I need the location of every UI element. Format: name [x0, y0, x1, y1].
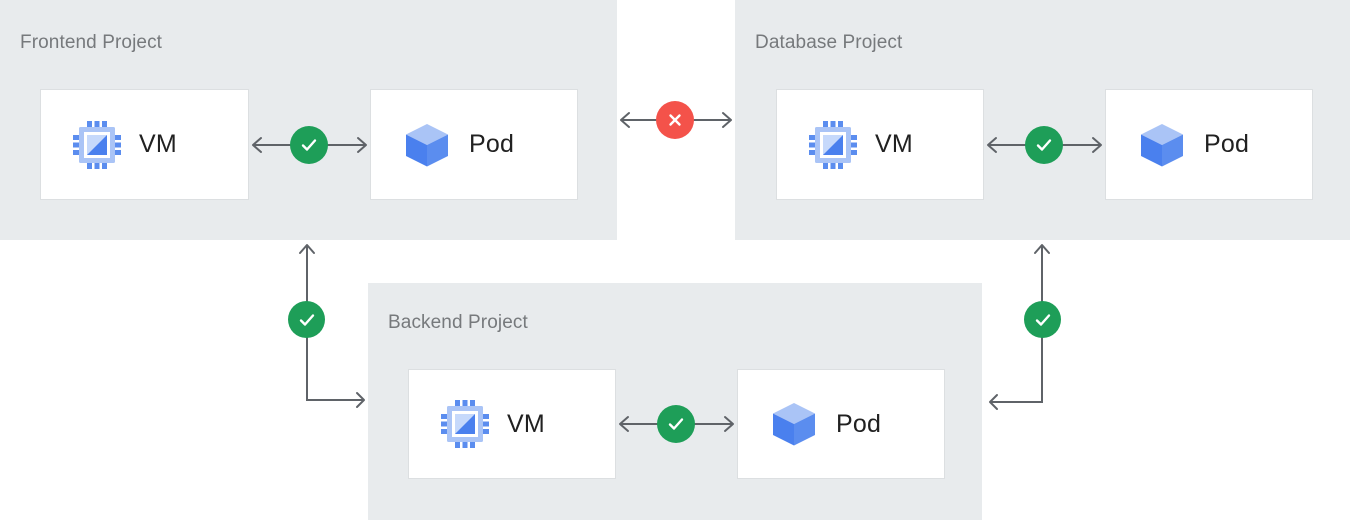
cpu-chip-icon	[441, 400, 489, 448]
check-circle-icon	[668, 418, 684, 430]
panel-title-backend: Backend Project	[388, 312, 528, 333]
cube-icon	[1138, 121, 1186, 169]
check-circle-icon	[1036, 139, 1052, 151]
cpu-chip-icon	[73, 120, 121, 169]
status-badge-database-internal[interactable]	[1025, 126, 1063, 164]
status-badge-frontend-internal[interactable]	[290, 126, 328, 164]
card-label-database-pod: Pod	[1204, 130, 1250, 158]
card-database-pod[interactable]: Pod	[1105, 89, 1313, 200]
card-backend-vm[interactable]: VM	[408, 369, 616, 479]
x-circle-icon	[669, 114, 681, 126]
panel-title-database: Database Project	[755, 32, 903, 53]
cube-icon	[403, 121, 451, 169]
card-label-backend-vm: VM	[507, 409, 545, 438]
card-label-database-vm: VM	[875, 130, 913, 158]
connector-database-backend	[980, 236, 1070, 416]
card-frontend-vm[interactable]: VM	[40, 89, 249, 200]
check-circle-icon	[301, 139, 317, 151]
status-badge-frontend-database[interactable]	[656, 101, 694, 139]
panel-title-frontend: Frontend Project	[20, 32, 163, 53]
card-label-frontend-vm: VM	[139, 130, 177, 158]
status-badge-database-backend[interactable]	[1024, 301, 1061, 338]
cube-icon	[770, 400, 818, 448]
status-badge-frontend-backend[interactable]	[288, 301, 325, 338]
status-badge-backend-internal[interactable]	[657, 405, 695, 443]
card-database-vm[interactable]: VM	[776, 89, 984, 200]
check-circle-icon	[299, 313, 314, 326]
connector-frontend-backend	[290, 236, 380, 416]
card-frontend-pod[interactable]: Pod	[370, 89, 578, 200]
card-backend-pod[interactable]: Pod	[737, 369, 945, 479]
card-label-frontend-pod: Pod	[469, 130, 515, 158]
check-circle-icon	[1035, 313, 1050, 326]
card-label-backend-pod: Pod	[836, 409, 882, 438]
cpu-chip-icon	[809, 120, 857, 169]
